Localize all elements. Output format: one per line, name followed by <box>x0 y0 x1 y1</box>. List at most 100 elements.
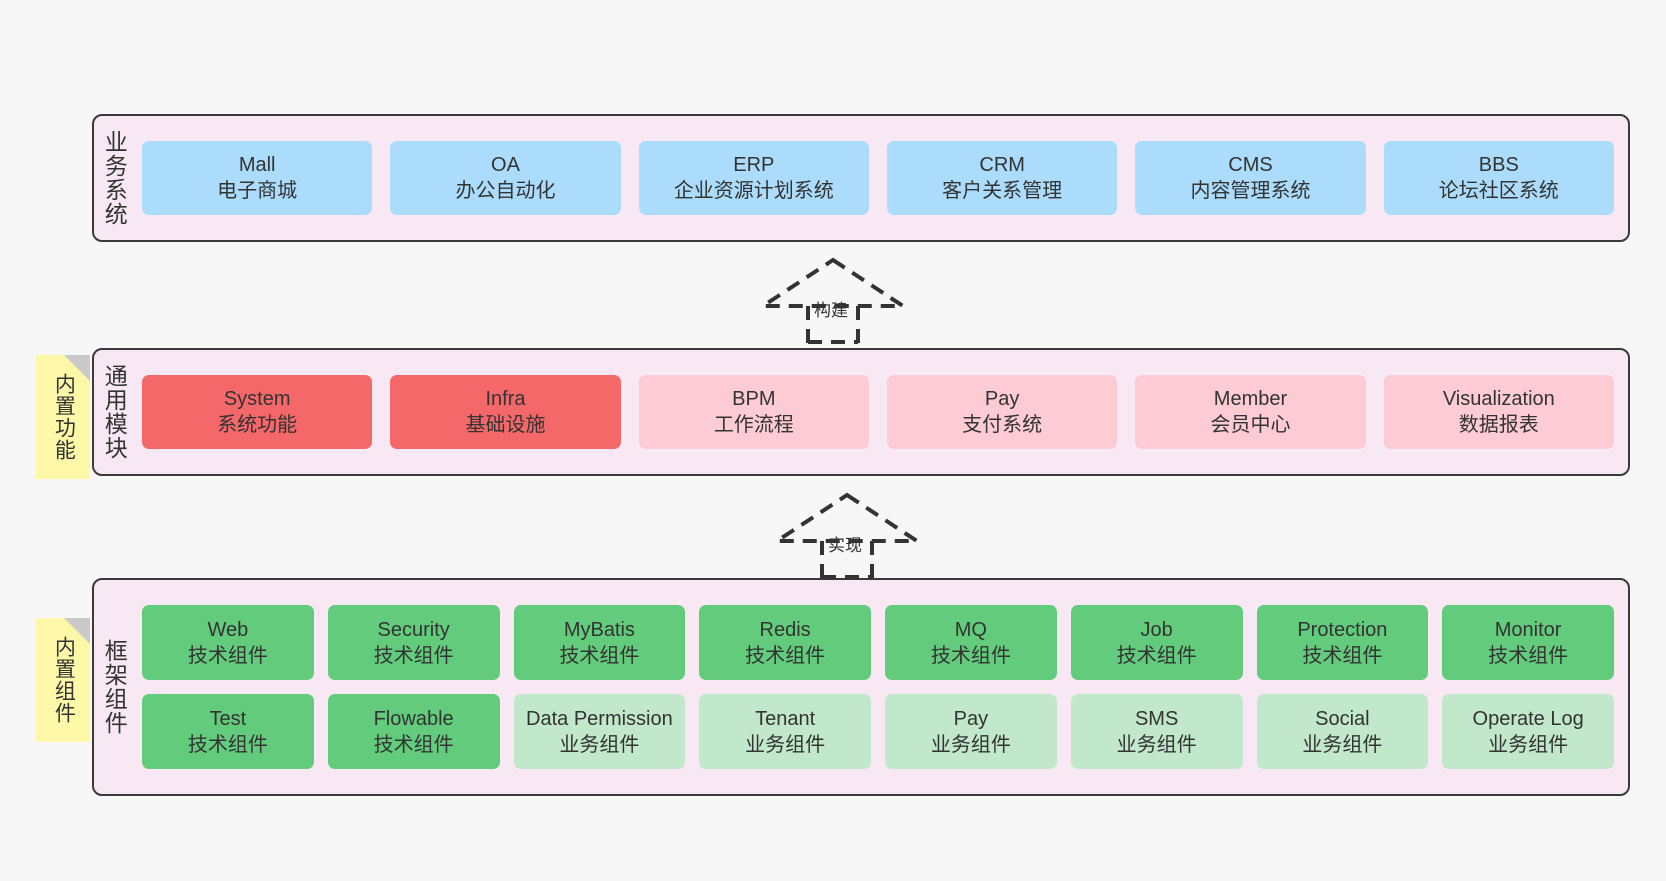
component-card-subtitle: 技术组件 <box>745 644 826 667</box>
module-card-title: CRM <box>979 154 1025 176</box>
module-card-pay[interactable]: Pay 支付系统 <box>886 375 1118 449</box>
connector-build-label: 构建 <box>814 301 848 320</box>
component-card-mq[interactable]: MQ 技术组件 <box>885 605 1057 680</box>
component-card-title: Web <box>207 618 249 641</box>
component-card-test[interactable]: Test 技术组件 <box>142 694 314 769</box>
component-card-subtitle: 业务组件 <box>1302 733 1383 756</box>
sticky-fold-corner-icon <box>64 355 90 381</box>
component-card-security[interactable]: Security 技术组件 <box>327 605 500 680</box>
module-card-crm[interactable]: CRM 客户关系管理 <box>886 141 1118 215</box>
layer-row: Mall 电子商城 OA 办公自动化 ERP 企业资源计划系统 CRM 客户关系… <box>142 141 1614 215</box>
component-card-mybatis[interactable]: MyBatis 技术组件 <box>513 605 686 680</box>
component-card-subtitle: 业务组件 <box>1116 733 1197 756</box>
component-card-subtitle: 技术组件 <box>373 644 454 667</box>
connector-build: 构建 <box>752 252 912 344</box>
module-card-subtitle: 办公自动化 <box>455 180 556 202</box>
module-card-subtitle: 企业资源计划系统 <box>673 180 834 202</box>
component-card-subtitle: 技术组件 <box>930 644 1011 667</box>
connector-implement-arrow <box>770 492 924 579</box>
component-card-subtitle: 技术组件 <box>373 733 454 756</box>
module-card-member[interactable]: Member 会员中心 <box>1135 375 1366 449</box>
component-card-redis[interactable]: Redis 技术组件 <box>699 605 871 680</box>
component-card-operate-log[interactable]: Operate Log 业务组件 <box>1442 694 1614 769</box>
component-card-title: Monitor <box>1494 618 1562 641</box>
component-card-subtitle: 技术组件 <box>187 733 268 756</box>
module-card-erp[interactable]: ERP 企业资源计划系统 <box>638 141 869 215</box>
module-card-subtitle: 基础设施 <box>465 414 546 436</box>
connector-implement-label: 实现 <box>828 536 862 555</box>
module-card-subtitle: 支付系统 <box>962 414 1043 436</box>
module-card-title: Mall <box>238 154 276 176</box>
component-card-title: SMS <box>1134 707 1179 730</box>
component-card-data-permission[interactable]: Data Permission 业务组件 <box>513 694 686 769</box>
module-card-subtitle: 客户关系管理 <box>942 180 1063 202</box>
layer-body-framework-components: Web 技术组件 Security 技术组件 MyBatis 技术组件 Redi… <box>134 580 1628 794</box>
module-card-subtitle: 工作流程 <box>713 414 794 436</box>
connector-build-arrow <box>756 257 910 344</box>
component-card-title: MQ <box>954 618 987 641</box>
component-card-sms[interactable]: SMS 业务组件 <box>1070 694 1243 769</box>
module-card-visualization[interactable]: Visualization 数据报表 <box>1383 375 1614 449</box>
component-card-tenant[interactable]: Tenant 业务组件 <box>699 694 871 769</box>
component-card-title: Pay <box>953 707 989 730</box>
component-card-social[interactable]: Social 业务组件 <box>1256 694 1429 769</box>
layer-framework-components: 框架组件 Web 技术组件 Security 技术组件 MyBatis 技术组件… <box>92 578 1630 796</box>
layer-body-business-systems: Mall 电子商城 OA 办公自动化 ERP 企业资源计划系统 CRM 客户关系… <box>134 116 1628 240</box>
component-card-flowable[interactable]: Flowable 技术组件 <box>327 694 500 769</box>
sticky-note-label: 内置组件 <box>52 636 76 724</box>
component-card-title: Flowable <box>373 707 454 730</box>
component-card-title: Tenant <box>755 707 816 730</box>
layer-row: System 系统功能 Infra 基础设施 BPM 工作流程 Pay 支付系统… <box>142 375 1614 449</box>
component-card-protection[interactable]: Protection 技术组件 <box>1256 605 1429 680</box>
connector-implement: 实现 <box>766 487 926 579</box>
module-card-infra[interactable]: Infra 基础设施 <box>390 375 621 449</box>
component-card-title: Test <box>209 707 247 730</box>
sticky-fold-corner-icon <box>64 618 90 644</box>
component-card-title: Social <box>1315 707 1370 730</box>
layer-title-business-systems: 业务系统 <box>101 130 128 226</box>
component-card-subtitle: 技术组件 <box>1116 644 1197 667</box>
module-card-title: BPM <box>732 388 776 410</box>
component-card-pay[interactable]: Pay 业务组件 <box>885 694 1057 769</box>
layer-row: Web 技术组件 Security 技术组件 MyBatis 技术组件 Redi… <box>142 605 1614 680</box>
layer-title-common-modules: 通用模块 <box>101 364 128 460</box>
layer-title-framework-components: 框架组件 <box>101 639 128 735</box>
module-card-mall[interactable]: Mall 电子商城 <box>142 141 373 215</box>
component-card-job[interactable]: Job 技术组件 <box>1070 605 1243 680</box>
module-card-system[interactable]: System 系统功能 <box>142 375 373 449</box>
module-card-bbs[interactable]: BBS 论坛社区系统 <box>1383 141 1614 215</box>
module-card-bpm[interactable]: BPM 工作流程 <box>638 375 869 449</box>
module-card-title: Infra <box>485 388 526 410</box>
component-card-subtitle: 技术组件 <box>559 644 640 667</box>
sticky-note-builtin-components: 内置组件 <box>36 618 90 742</box>
layer-body-common-modules: System 系统功能 Infra 基础设施 BPM 工作流程 Pay 支付系统… <box>134 350 1628 474</box>
module-card-subtitle: 内容管理系统 <box>1190 180 1311 202</box>
component-card-title: Protection <box>1297 618 1388 641</box>
sticky-note-builtin-features: 内置功能 <box>36 355 90 479</box>
module-card-subtitle: 数据报表 <box>1458 414 1539 436</box>
layer-common-modules: 通用模块 System 系统功能 Infra 基础设施 BPM 工作流程 Pay… <box>92 348 1630 476</box>
module-card-title: Pay <box>984 388 1020 410</box>
module-card-cms[interactable]: CMS 内容管理系统 <box>1135 141 1366 215</box>
component-card-subtitle: 业务组件 <box>745 733 826 756</box>
component-card-web[interactable]: Web 技术组件 <box>142 605 314 680</box>
module-card-title: Member <box>1213 388 1288 410</box>
component-card-title: Data Permission <box>526 707 673 730</box>
component-card-title: Security <box>377 618 450 641</box>
component-card-subtitle: 业务组件 <box>1488 733 1569 756</box>
module-card-title: System <box>223 388 291 410</box>
component-card-title: MyBatis <box>563 618 635 641</box>
component-card-title: Redis <box>759 618 811 641</box>
component-card-title: Job <box>1140 618 1173 641</box>
component-card-monitor[interactable]: Monitor 技术组件 <box>1442 605 1614 680</box>
module-card-title: ERP <box>733 154 775 176</box>
layer-business-systems: 业务系统 Mall 电子商城 OA 办公自动化 ERP 企业资源计划系统 CRM… <box>92 114 1630 242</box>
sticky-note-label: 内置功能 <box>52 373 76 461</box>
module-card-title: OA <box>491 154 520 176</box>
module-card-oa[interactable]: OA 办公自动化 <box>390 141 621 215</box>
component-card-subtitle: 技术组件 <box>1488 644 1569 667</box>
component-card-subtitle: 技术组件 <box>187 644 268 667</box>
layer-row: Test 技术组件 Flowable 技术组件 Data Permission … <box>142 694 1614 769</box>
module-card-title: CMS <box>1228 154 1273 176</box>
component-card-subtitle: 技术组件 <box>1302 644 1383 667</box>
